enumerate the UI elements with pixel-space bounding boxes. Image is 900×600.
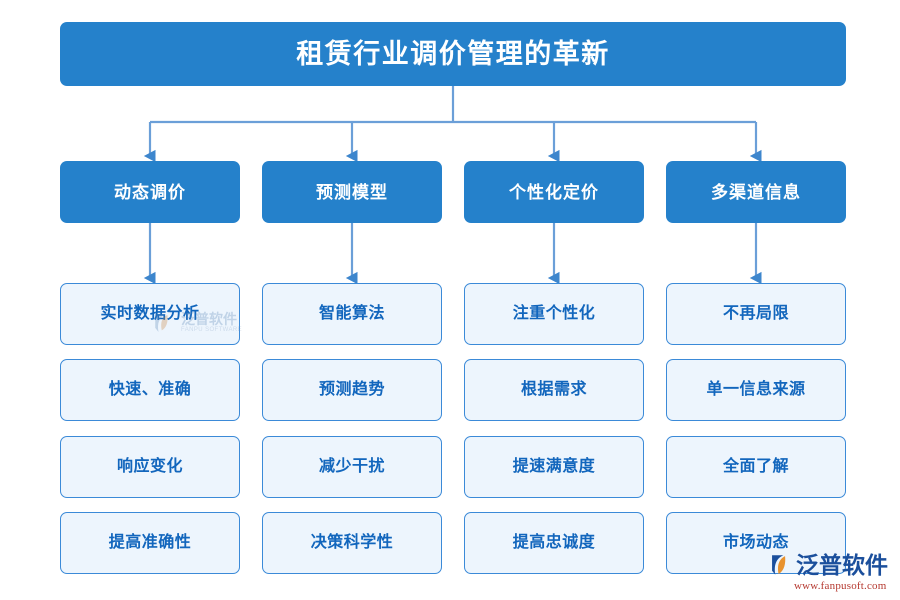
leaf-label: 决策科学性 <box>310 534 394 551</box>
leaf-label: 预测趋势 <box>318 381 385 398</box>
leaf-box[interactable]: 单一信息来源 <box>666 359 846 421</box>
leaf-box[interactable]: 提速满意度 <box>464 436 644 498</box>
leaf-box[interactable]: 市场动态 <box>666 512 846 574</box>
leaf-label: 全面了解 <box>722 458 789 475</box>
leaf-label: 注重个性化 <box>512 305 596 322</box>
category-box-multichannel-info[interactable]: 多渠道信息 <box>666 161 846 223</box>
category-box-forecast-model[interactable]: 预测模型 <box>262 161 442 223</box>
leaf-box[interactable]: 智能算法 <box>262 283 442 345</box>
leaf-box[interactable]: 实时数据分析 <box>60 283 240 345</box>
leaf-label: 根据需求 <box>520 381 587 398</box>
leaf-label: 智能算法 <box>318 305 385 322</box>
category-box-dynamic-pricing[interactable]: 动态调价 <box>60 161 240 223</box>
leaf-box[interactable]: 减少干扰 <box>262 436 442 498</box>
leaf-label: 快速、准确 <box>108 381 192 398</box>
leaf-box[interactable]: 注重个性化 <box>464 283 644 345</box>
category-label: 动态调价 <box>114 182 186 202</box>
leaf-box[interactable]: 根据需求 <box>464 359 644 421</box>
leaf-box[interactable]: 决策科学性 <box>262 512 442 574</box>
leaf-box[interactable]: 响应变化 <box>60 436 240 498</box>
leaf-label: 单一信息来源 <box>706 381 806 398</box>
leaf-box[interactable]: 预测趋势 <box>262 359 442 421</box>
category-label: 预测模型 <box>316 182 388 202</box>
leaf-label: 提速满意度 <box>512 458 596 475</box>
leaf-label: 提高忠诚度 <box>512 534 596 551</box>
leaf-box[interactable]: 不再局限 <box>666 283 846 345</box>
leaf-box[interactable]: 全面了解 <box>666 436 846 498</box>
category-label: 个性化定价 <box>509 182 599 202</box>
leaf-label: 提高准确性 <box>108 534 192 551</box>
leaf-label: 实时数据分析 <box>100 305 200 322</box>
brand-website-url: www.fanpusoft.com <box>794 580 887 592</box>
category-box-personalized-pricing[interactable]: 个性化定价 <box>464 161 644 223</box>
leaf-box[interactable]: 快速、准确 <box>60 359 240 421</box>
leaf-box[interactable]: 提高忠诚度 <box>464 512 644 574</box>
leaf-label: 不再局限 <box>722 305 789 322</box>
leaf-box[interactable]: 提高准确性 <box>60 512 240 574</box>
page-title: 租赁行业调价管理的革新 <box>296 38 610 69</box>
leaf-label: 减少干扰 <box>318 458 385 475</box>
root-title-banner: 租赁行业调价管理的革新 <box>60 22 846 86</box>
category-label: 多渠道信息 <box>711 182 801 202</box>
leaf-label: 市场动态 <box>722 534 789 551</box>
leaf-label: 响应变化 <box>116 458 183 475</box>
